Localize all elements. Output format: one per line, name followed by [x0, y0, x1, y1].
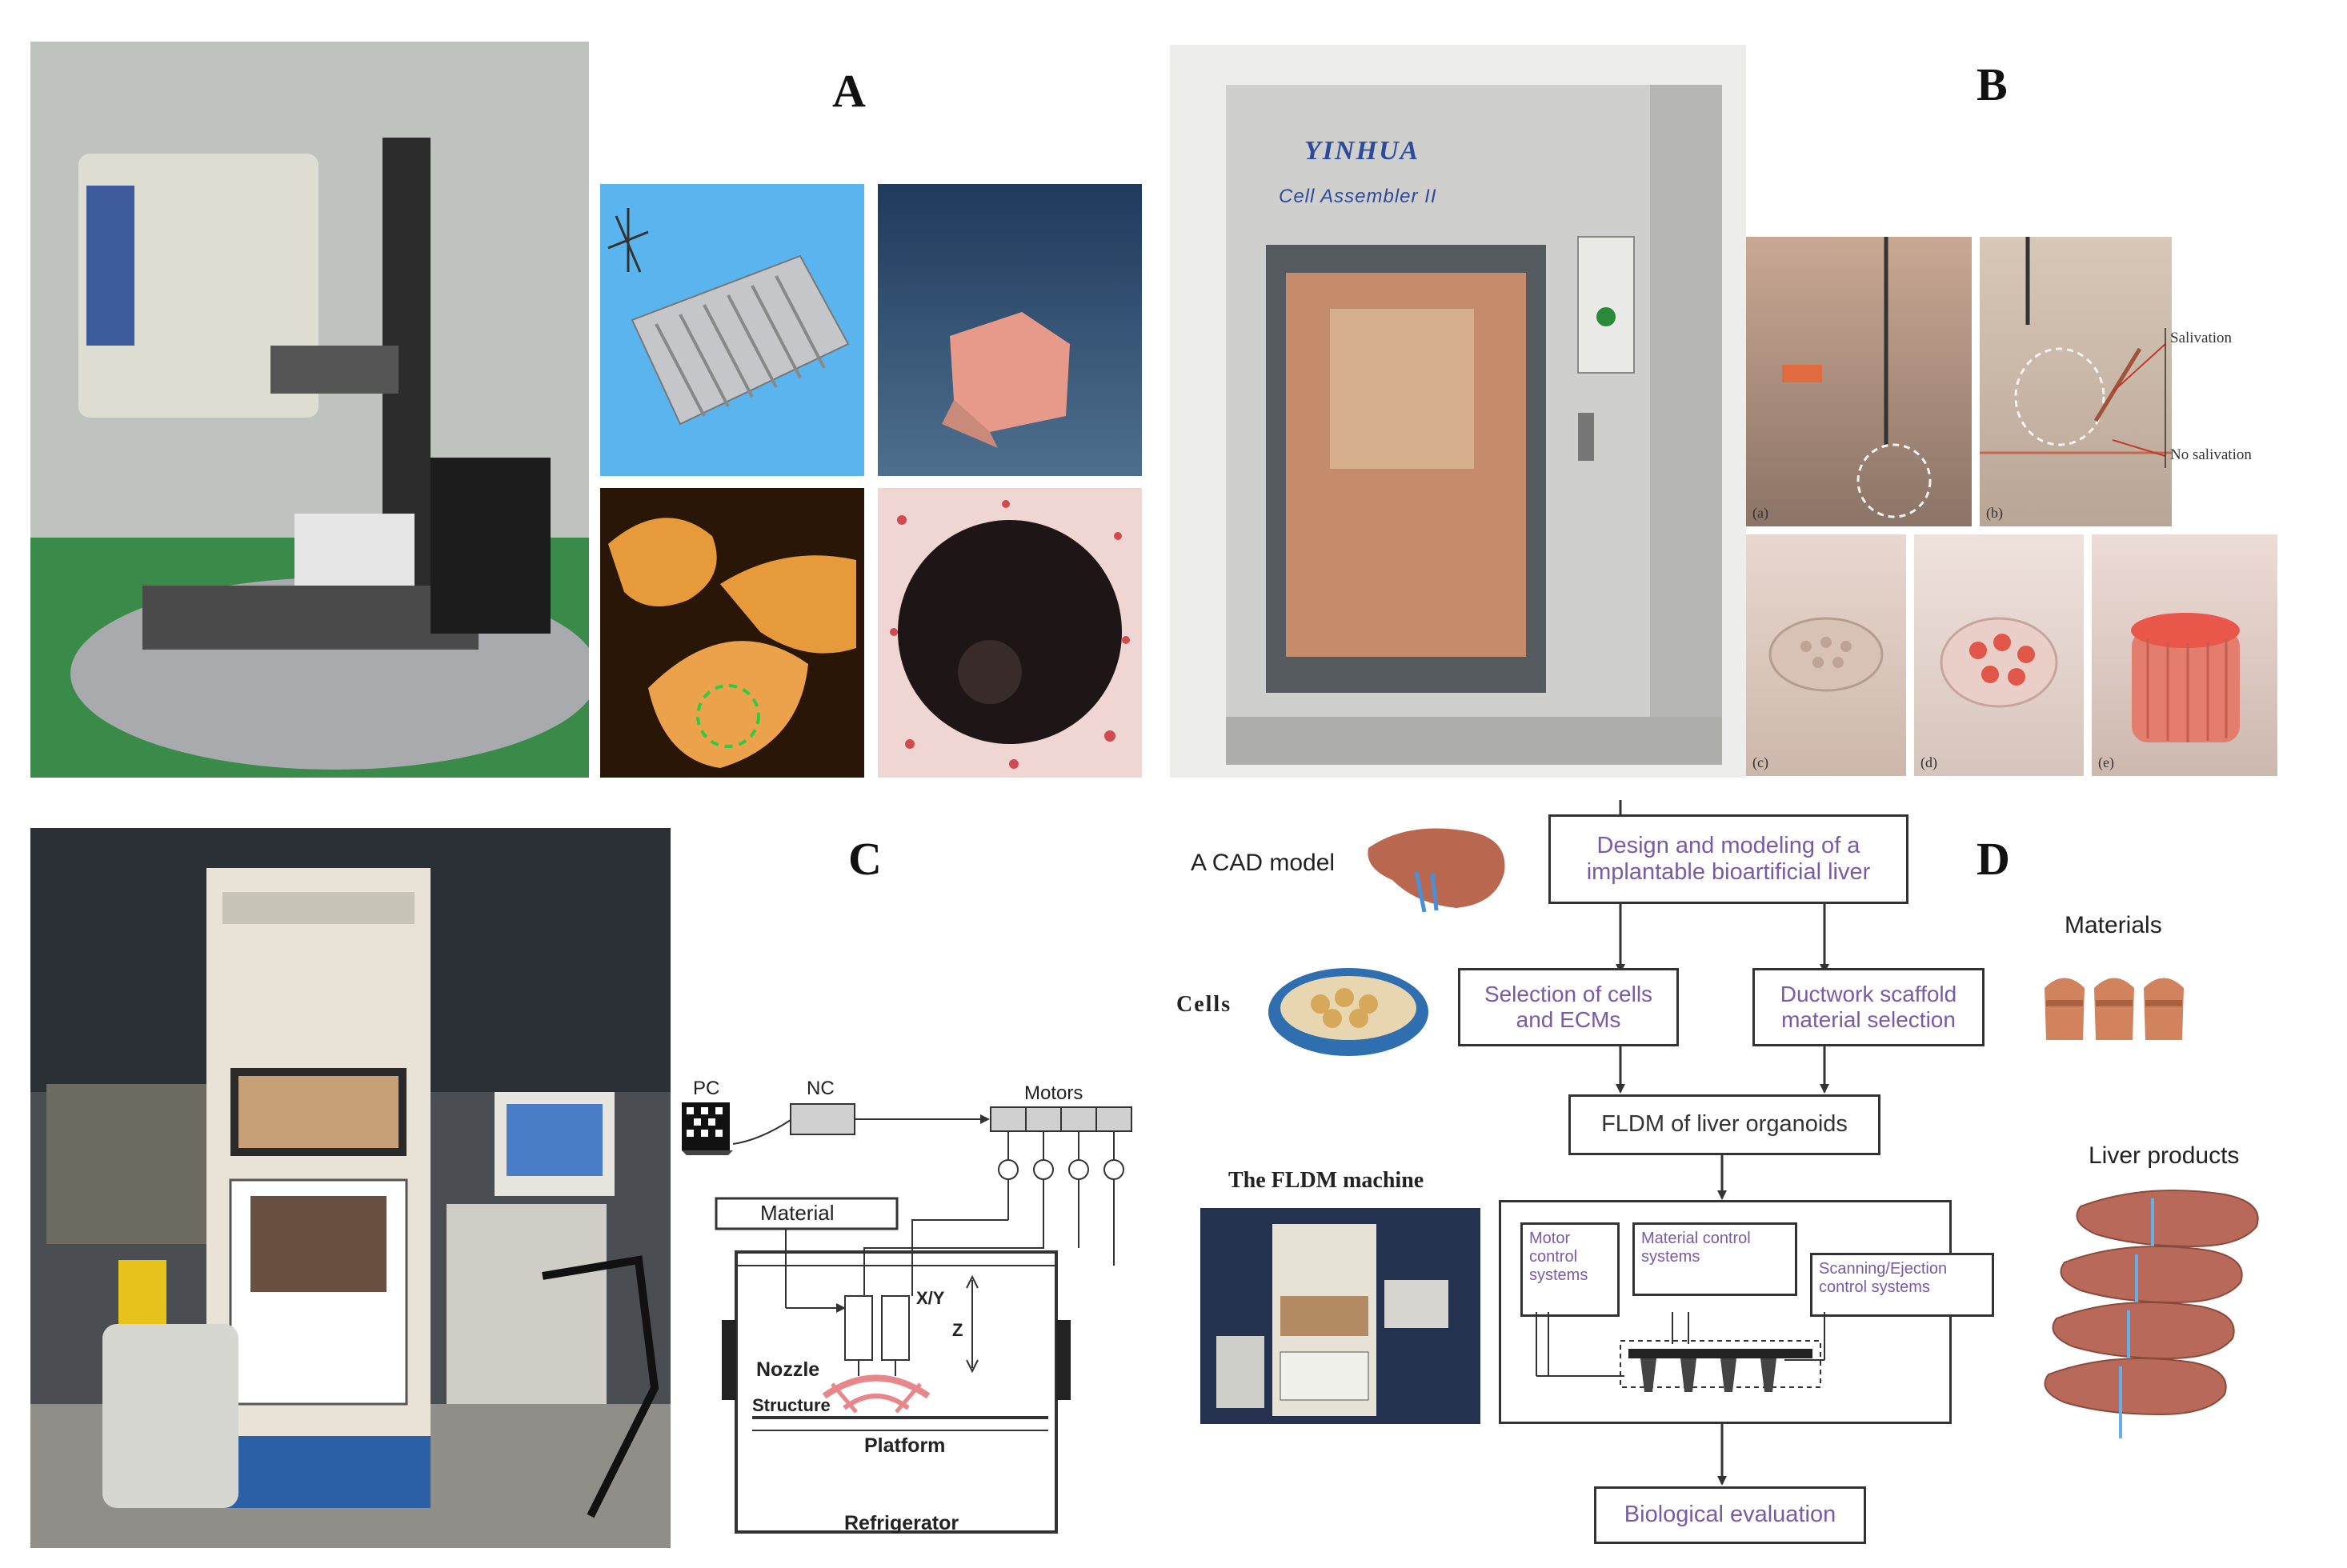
- panel-b-annotation-lines: [2113, 328, 2166, 468]
- flow-selection-cells-box: Selection of cells and ECMs: [1458, 968, 1679, 1046]
- panel-b-photo-b: (b): [1980, 237, 2172, 526]
- panel-c-printer-photo: [30, 828, 671, 1548]
- schematic-z-label: Z: [952, 1320, 963, 1340]
- schematic-material-label: Material: [760, 1201, 834, 1225]
- flow-evaluation-box: Biological evaluation: [1594, 1486, 1866, 1544]
- panel-b-sublabel-b: (b): [1986, 505, 2003, 521]
- schematic-pc-label: PC: [693, 1078, 719, 1099]
- cells-image: [1268, 968, 1428, 1056]
- cad-model-label: A CAD model: [1191, 850, 1336, 876]
- panel-b-sublabel-c: (c): [1752, 754, 1768, 770]
- panel-a-histology-section: [878, 488, 1142, 778]
- panel-a-cad-scaffold-image: [600, 184, 864, 476]
- fldm-machine-label: The FLDM machine: [1228, 1168, 1424, 1193]
- materials-label: Materials: [2065, 912, 2162, 938]
- flowchart-connectors: [1616, 800, 1829, 1486]
- panel-b-photo-a: (a): [1746, 237, 1972, 526]
- cells-label: Cells: [1176, 992, 1232, 1017]
- panel-b-no-salivation-label: No salivation: [2170, 446, 2252, 463]
- flow-scanning-box: Scanning/Ejection control systems: [1810, 1253, 1994, 1317]
- schematic-xy-label: X/Y: [916, 1288, 945, 1308]
- panel-b-salivation-label: Salivation: [2170, 330, 2233, 346]
- schematic-structure-label: Structure: [752, 1395, 831, 1415]
- panel-c-schematic: PC NC Motors Material X/Y Z Nozzle Struc…: [682, 1078, 1132, 1534]
- schematic-platform-label: Platform: [864, 1434, 945, 1457]
- panel-c-letter: C: [848, 833, 882, 885]
- panel-b-sublabel-d: (d): [1920, 754, 1937, 770]
- schematic-refrigerator-label: Refrigerator: [844, 1512, 959, 1534]
- flow-print-head-diagram: [1536, 1312, 1825, 1392]
- fldm-machine-photo: [1200, 1208, 1480, 1424]
- liver-products-label: Liver products: [2089, 1142, 2240, 1169]
- schematic-nozzle-label: Nozzle: [756, 1358, 819, 1381]
- panel-b-sublabel-a: (a): [1752, 505, 1768, 521]
- panel-a-fluorescent-micrograph: [600, 488, 864, 778]
- panel-b-photo-d: (d): [1914, 534, 2084, 776]
- panel-a-letter: A: [832, 65, 866, 117]
- panel-a-tissue-cube-photo: [878, 184, 1142, 476]
- panel-b-cell-assembler-photo: [1170, 45, 1746, 778]
- flow-ductwork-box: Ductwork scaffold material selection: [1752, 968, 1985, 1046]
- flow-design-box: Design and modeling of a implantable bio…: [1548, 814, 1908, 904]
- panel-d-letter: D: [1977, 833, 2010, 885]
- panel-b-photo-c: (c): [1746, 534, 1906, 776]
- schematic-motors-label: Motors: [1024, 1082, 1083, 1104]
- flow-material-control-box: Material control systems: [1632, 1222, 1797, 1296]
- panel-b-letter: B: [1977, 58, 2008, 110]
- materials-image: [2045, 978, 2184, 1040]
- panel-a-bioprinter-photo: [30, 42, 589, 778]
- panel-b-photo-e: (e): [2092, 534, 2277, 776]
- panel-b-model-label: Cell Assembler II: [1279, 186, 1437, 207]
- flow-motor-control-box: Motor control systems: [1520, 1222, 1620, 1317]
- flow-fldm-box: FLDM of liver organoids: [1568, 1094, 1880, 1155]
- cad-liver-image: [1368, 828, 1505, 913]
- panel-b-sublabel-e: (e): [2098, 754, 2114, 770]
- panel-b-brand-label: YINHUA: [1304, 136, 1420, 166]
- liver-products-image: [2044, 1190, 2259, 1438]
- schematic-nc-label: NC: [807, 1078, 835, 1099]
